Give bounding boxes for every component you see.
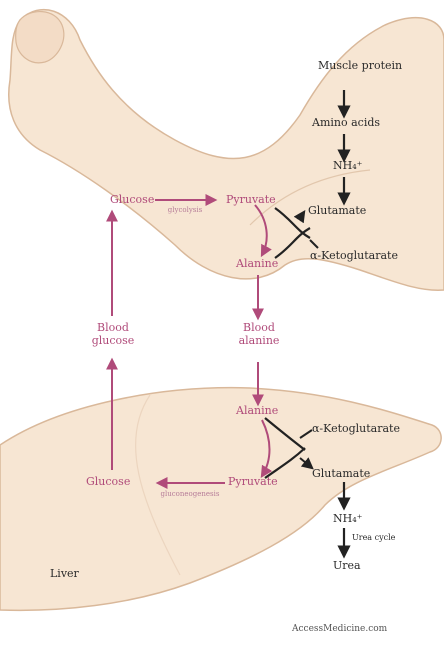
alanine-liver-label: Alanine	[236, 405, 278, 418]
urea-cycle-label: Urea cycle	[352, 533, 395, 542]
glutamate-muscle-label: Glutamate	[308, 205, 366, 218]
alanine-muscle-label: Alanine	[236, 258, 278, 271]
nh4-muscle-label: NH₄⁺	[333, 160, 362, 173]
ketoglutarate-liver-label: α-Ketoglutarate	[312, 423, 400, 436]
glucose-muscle-label: Glucose	[110, 194, 154, 207]
amino-acids-label: Amino acids	[312, 117, 380, 130]
blood-glucose-label: Blood glucose	[88, 322, 138, 347]
glucose-liver-label: Glucose	[86, 476, 130, 489]
muscle-protein-label: Muscle protein	[318, 60, 402, 73]
urea-label: Urea	[333, 560, 361, 573]
glycolysis-label-muscle: glycolysis	[168, 206, 203, 214]
nh4-liver-label: NH₄⁺	[333, 513, 362, 526]
liver-label: Liver	[50, 568, 79, 581]
blood-alanine-label: Blood alanine	[234, 322, 284, 347]
ketoglutarate-muscle-label: α-Ketoglutarate	[310, 250, 398, 263]
gluconeogenesis-label-liver: gluconeogenesis	[161, 490, 220, 498]
pyruvate-muscle-label: Pyruvate	[226, 194, 276, 207]
pyruvate-liver-label: Pyruvate	[228, 476, 278, 489]
credit-label: AccessMedicine.com	[292, 624, 387, 634]
glutamate-liver-label: Glutamate	[312, 468, 370, 481]
